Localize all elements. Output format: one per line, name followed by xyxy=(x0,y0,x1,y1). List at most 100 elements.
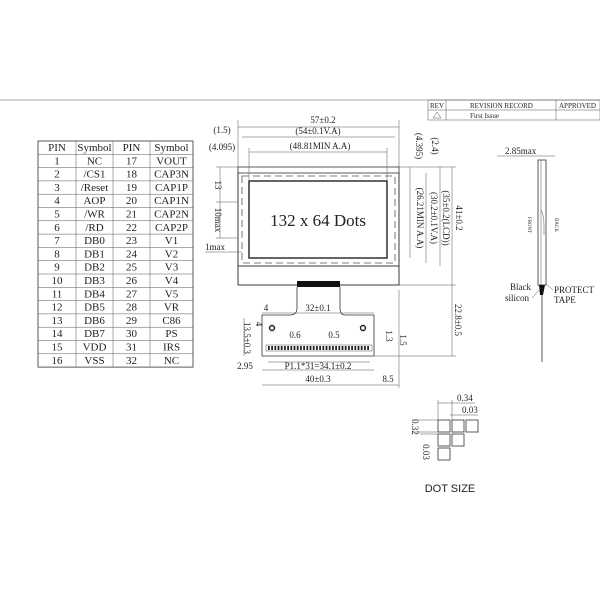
fpc-pin xyxy=(309,346,312,350)
fpc-pin xyxy=(328,346,331,350)
fpc-pin xyxy=(303,346,305,350)
pin-symbol: /Reset xyxy=(81,182,109,194)
pin-number: 1 xyxy=(54,155,60,167)
pin-number: 31 xyxy=(126,342,137,354)
fpc-pin xyxy=(364,346,366,350)
pin-number: 30 xyxy=(126,328,138,340)
dot-size-title: DOT SIZE xyxy=(425,483,476,495)
black-silicon-label-2: silicon xyxy=(505,293,529,303)
black-silicon-label-1: Black xyxy=(510,282,531,292)
pin-number: 29 xyxy=(126,315,138,327)
fpc-pin xyxy=(322,346,325,350)
pin-table-header: PIN xyxy=(48,142,66,154)
pin-number: 4 xyxy=(54,195,60,207)
revision-record-table: REV REVISION RECORD APPROVED First Issue xyxy=(427,99,600,121)
fpc-pin xyxy=(312,346,315,350)
fpc-pin xyxy=(351,346,353,350)
pin-number: 20 xyxy=(126,195,138,207)
fpc-pin xyxy=(325,346,328,350)
pin-number: 11 xyxy=(52,288,63,300)
pin-symbol: V1 xyxy=(165,235,178,247)
dim-height: 41±0.2 xyxy=(454,205,464,230)
pin-symbol: V5 xyxy=(165,288,179,300)
dim-aa-height: (26.21MIN A.A) xyxy=(415,188,425,249)
pin-number: 7 xyxy=(54,235,60,247)
pin-symbol: CAP2N xyxy=(154,209,189,221)
mount-hole-left xyxy=(268,324,276,332)
pin-symbol: DB0 xyxy=(84,235,105,247)
pin-symbol: /CS1 xyxy=(83,169,105,181)
approved-header: APPROVED xyxy=(559,102,596,110)
dim-fpc-right: 8.5 xyxy=(382,374,394,384)
fpc-pin xyxy=(344,346,347,350)
dim-fpc-left: 2.95 xyxy=(237,361,253,371)
pin-symbol: DB3 xyxy=(84,275,105,287)
dot-pitch: 0.34 xyxy=(457,393,473,403)
fpc-pin xyxy=(335,346,337,350)
pin-symbol: /RD xyxy=(85,222,103,234)
pin-symbol: DB1 xyxy=(84,248,105,260)
fpc-pin xyxy=(274,346,277,350)
dim-top-aa: (4.395) xyxy=(414,133,424,159)
pin-symbol: CAP1N xyxy=(154,195,189,207)
pin-number: 12 xyxy=(52,302,63,314)
fpc-pin xyxy=(348,346,350,350)
dim-va-height: (30.2±0.1V.A) xyxy=(429,192,439,244)
dim-fpc-height: 13.5±0.3 xyxy=(242,322,252,354)
dim-hole-pitch: 32±0.1 xyxy=(305,303,330,313)
dim-width: 57±0.2 xyxy=(310,115,335,125)
back-label: BACK xyxy=(553,218,558,232)
pin-number: 27 xyxy=(126,288,138,300)
pin-number: 22 xyxy=(126,222,137,234)
revision-triangle-icon xyxy=(432,111,442,119)
pin-symbol: V2 xyxy=(165,248,178,260)
pin-number: 28 xyxy=(126,302,138,314)
pin-number: 9 xyxy=(54,262,60,274)
dim-hole-vert: 4 xyxy=(254,322,264,327)
fpc-pin xyxy=(290,346,293,350)
pin-symbol: VSS xyxy=(84,355,104,367)
dim-fpc-length: 22.8±0.5 xyxy=(453,304,463,336)
protect-tape-label-2: TAPE xyxy=(554,295,576,305)
fpc-pin xyxy=(277,346,280,350)
dot-vgap: 0.03 xyxy=(421,444,431,460)
dim-aa-left: (4.095) xyxy=(209,142,235,152)
pin-table-header: Symbol xyxy=(77,142,111,154)
fpc-pin xyxy=(280,346,283,350)
fpc-connector xyxy=(297,281,340,287)
pin-symbol: CAP3N xyxy=(154,169,189,181)
pin-symbol: IRS xyxy=(163,342,180,354)
fpc-pin xyxy=(287,346,289,350)
pin-symbol: V3 xyxy=(165,262,179,274)
pin-symbol: DB4 xyxy=(84,288,105,300)
front-label: FRONT xyxy=(526,217,531,233)
pin-number: 24 xyxy=(126,248,138,260)
dim-hole-offset: 4 xyxy=(264,303,269,313)
pin-number: 23 xyxy=(126,235,138,247)
dim-pin-width: 0.6 xyxy=(289,330,301,340)
pin-number: 21 xyxy=(126,209,137,221)
rev-header: REV xyxy=(430,102,444,110)
dot-gap: 0.03 xyxy=(462,405,478,415)
pin-number: 13 xyxy=(52,315,64,327)
dot-size-detail: 0.34 0.03 0.32 0.03 DOT SIZE xyxy=(410,393,479,495)
pin-number: 25 xyxy=(126,262,138,274)
protect-tape-label-1: PROTECT xyxy=(554,285,595,295)
pin-symbol: /WR xyxy=(84,209,105,221)
side-view: 2.85max FRONT BACK Black silicon PROTECT… xyxy=(497,146,595,362)
dim-pin-span: P1.1*31=34.1±0.2 xyxy=(285,361,352,371)
pin-number: 5 xyxy=(54,209,60,221)
fpc-pin xyxy=(306,346,309,350)
pin-symbol: AOP xyxy=(83,195,105,207)
fpc-pin xyxy=(284,346,286,350)
pin-number: 14 xyxy=(52,328,64,340)
pin-symbol: DB5 xyxy=(84,302,105,314)
dim-pin-gap: 0.5 xyxy=(328,330,340,340)
pin-symbol: VOUT xyxy=(156,155,187,167)
pin-number: 16 xyxy=(52,355,64,367)
display-resolution-label: 132 x 64 Dots xyxy=(270,211,366,230)
pin-symbol: PS xyxy=(165,328,177,340)
fpc-pin xyxy=(296,346,299,350)
dim-va-width: (54±0.1V.A) xyxy=(295,126,340,136)
